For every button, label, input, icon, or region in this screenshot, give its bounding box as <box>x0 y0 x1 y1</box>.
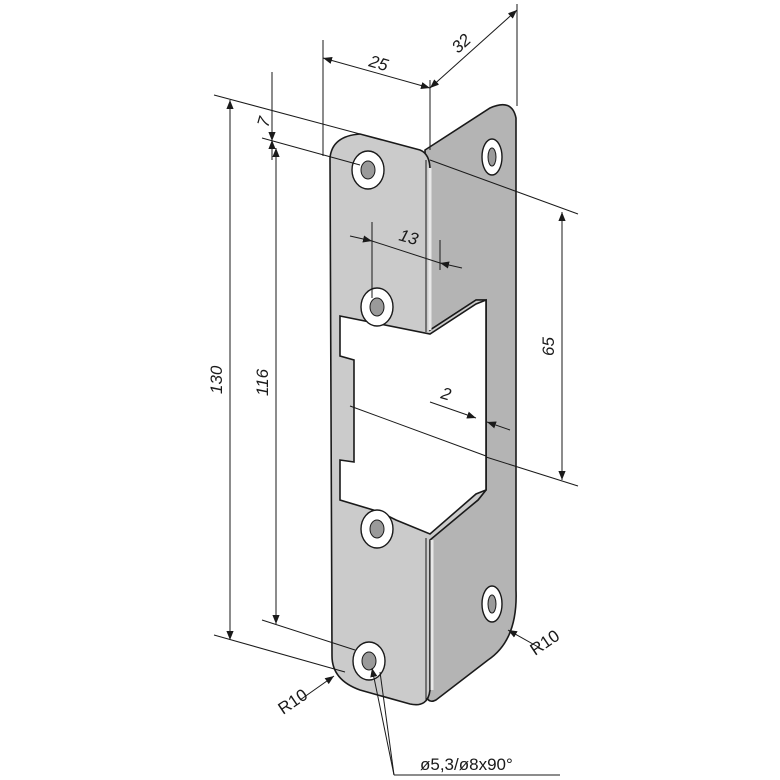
dim-line-width-face <box>322 56 431 90</box>
screw-hole-flange-top <box>481 138 503 176</box>
dim-leader-radius-right <box>507 629 541 649</box>
screw-hole-top <box>351 150 385 190</box>
dim-label-hole-spec: ø5,3/ø8x90° <box>420 755 513 774</box>
extension-lines <box>213 4 579 776</box>
strike-plate <box>329 103 517 706</box>
dimension-lines <box>226 9 566 776</box>
dim-line-hole-offset <box>349 235 373 243</box>
dim-leader-radius-left <box>299 675 335 701</box>
dim-label-width-face: 25 <box>366 51 391 75</box>
dim-label-hole-spacing: 116 <box>253 368 272 396</box>
dim-leader-hole-spec <box>370 667 395 776</box>
plate-cutout <box>339 298 487 535</box>
dim-label-radius-right: R10 <box>527 626 563 659</box>
dim-label-total-height: 130 <box>207 365 226 394</box>
dim-label-hole-offset: 13 <box>397 226 421 250</box>
dim-label-radius-left: R10 <box>275 685 311 718</box>
screw-hole-upper <box>360 287 394 327</box>
screw-hole-flange-bottom <box>481 585 503 623</box>
dim-label-top-offset: 7 <box>254 114 275 129</box>
dim-line-width-side <box>429 9 518 89</box>
dim-label-width-side: 32 <box>448 30 475 57</box>
screw-hole-lower <box>360 509 394 549</box>
dim-label-cutout-height: 65 <box>539 337 558 356</box>
